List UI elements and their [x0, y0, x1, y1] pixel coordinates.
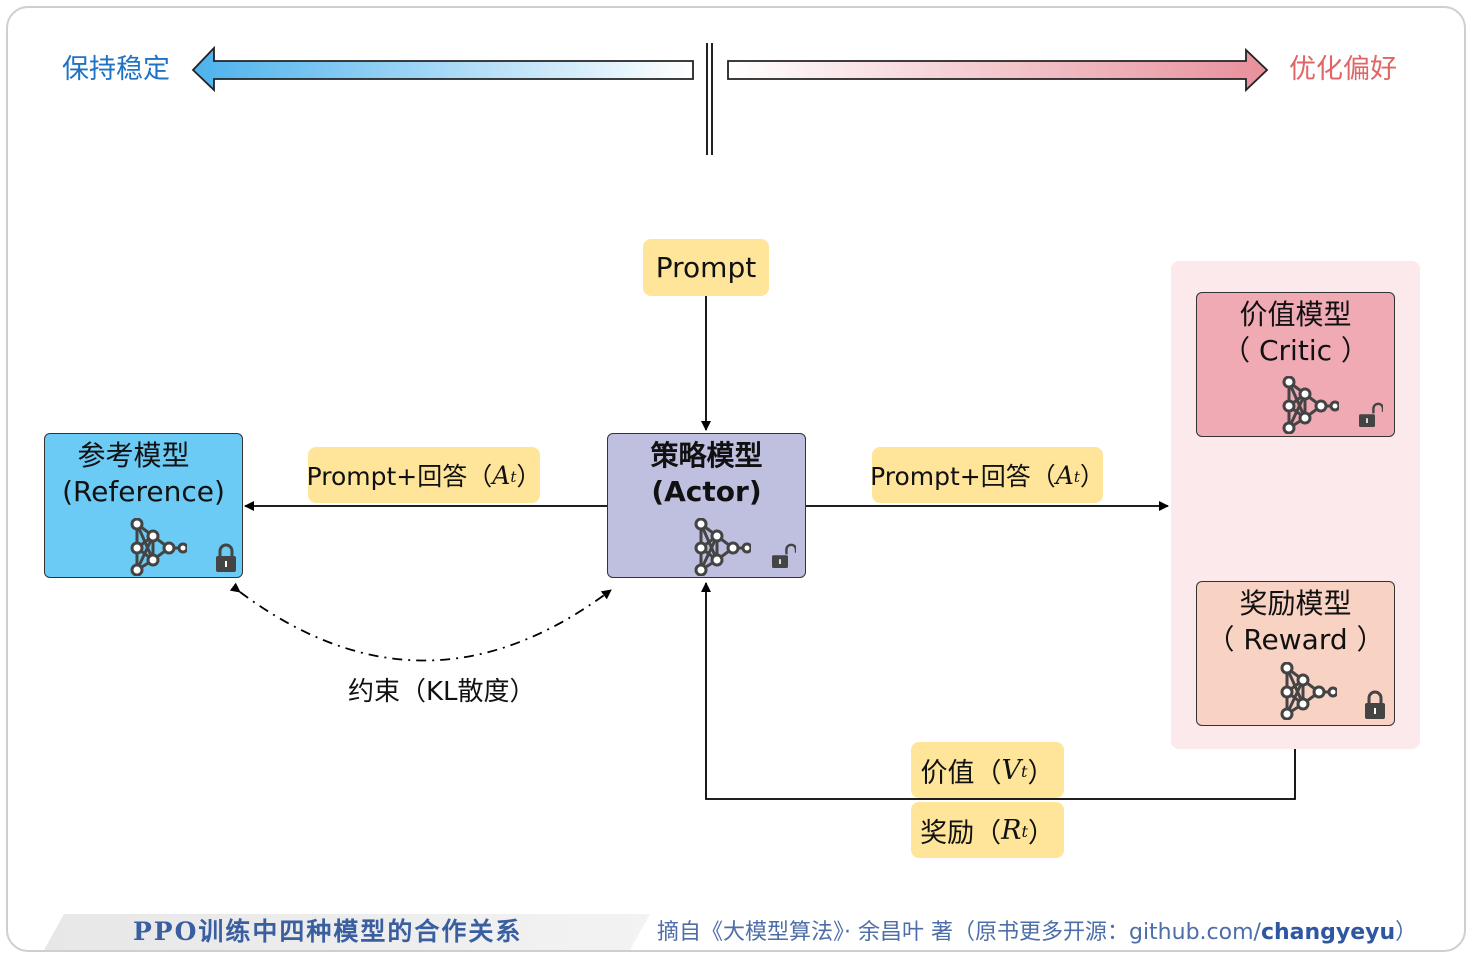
kl-constraint-label: 约束（KL散度）	[348, 677, 536, 707]
lock-icon	[216, 543, 236, 572]
arrow-right-icon	[727, 47, 1269, 93]
prompt-tag: Prompt	[643, 239, 769, 296]
stable-label: 保持稳定	[62, 54, 170, 85]
reference-model-box: 参考模型 (Reference)	[44, 433, 243, 578]
preference-label: 优化偏好	[1289, 54, 1397, 85]
neural-network-icon	[1282, 376, 1339, 434]
reference-model-english: (Reference)	[62, 475, 225, 508]
arrow-feedback-to-actor	[701, 582, 1296, 800]
reward-model-english: （ Reward ）	[1206, 623, 1385, 656]
edge-text: 奖励（	[920, 817, 1002, 849]
edge-var: R	[1001, 814, 1022, 846]
neural-network-icon	[694, 518, 751, 576]
lock-icon	[1365, 690, 1385, 719]
reward-model-box: 奖励模型 （ Reward ）	[1196, 581, 1395, 726]
caption-title: PPO训练中四种模型的合作关系	[133, 917, 523, 946]
actor-model-english: (Actor)	[651, 475, 762, 508]
edge-sub: t	[1021, 822, 1028, 841]
edge-close: ）	[516, 462, 542, 491]
arrow-left-icon	[191, 45, 694, 93]
edge-text: Prompt+回答（	[870, 462, 1056, 491]
caption-source-handle[interactable]: changyeyu	[1260, 920, 1396, 945]
critic-model-name: 价值模型	[1239, 298, 1352, 331]
critic-model-english: （ Critic ）	[1222, 334, 1369, 367]
edge-text: Prompt+回答（	[306, 462, 493, 491]
reference-model-name: 参考模型	[77, 439, 190, 472]
edge-var: A	[492, 460, 511, 490]
kl-constraint-arc	[229, 582, 612, 662]
edge-sub: t	[1073, 468, 1080, 486]
edge-var: V	[1001, 754, 1022, 786]
caption-source-prefix: 摘自《大模型算法》· 余昌叶 著（原书更多开源：github.com/	[657, 920, 1261, 945]
neural-network-icon	[130, 518, 187, 576]
caption-source: 摘自《大模型算法》· 余昌叶 著（原书更多开源：github.com/chang…	[657, 916, 1417, 950]
diagram-frame	[6, 6, 1466, 952]
unlock-icon	[1359, 402, 1383, 427]
unlock-icon	[772, 543, 796, 568]
edge-text: 价值（	[920, 757, 1002, 789]
edge-sub: t	[1021, 762, 1028, 781]
edge-close: ）	[1027, 817, 1055, 849]
neural-network-icon	[1280, 662, 1337, 720]
actor-model-name: 策略模型	[650, 439, 763, 472]
edge-close: ）	[1027, 757, 1055, 789]
edge-close: ）	[1079, 462, 1105, 491]
reward-model-name: 奖励模型	[1239, 587, 1352, 620]
edge-var: A	[1055, 460, 1074, 490]
edge-sub: t	[510, 468, 517, 486]
caption-band	[44, 914, 650, 950]
caption-source-suffix: ）	[1395, 920, 1418, 945]
prompt-label: Prompt	[655, 251, 757, 284]
